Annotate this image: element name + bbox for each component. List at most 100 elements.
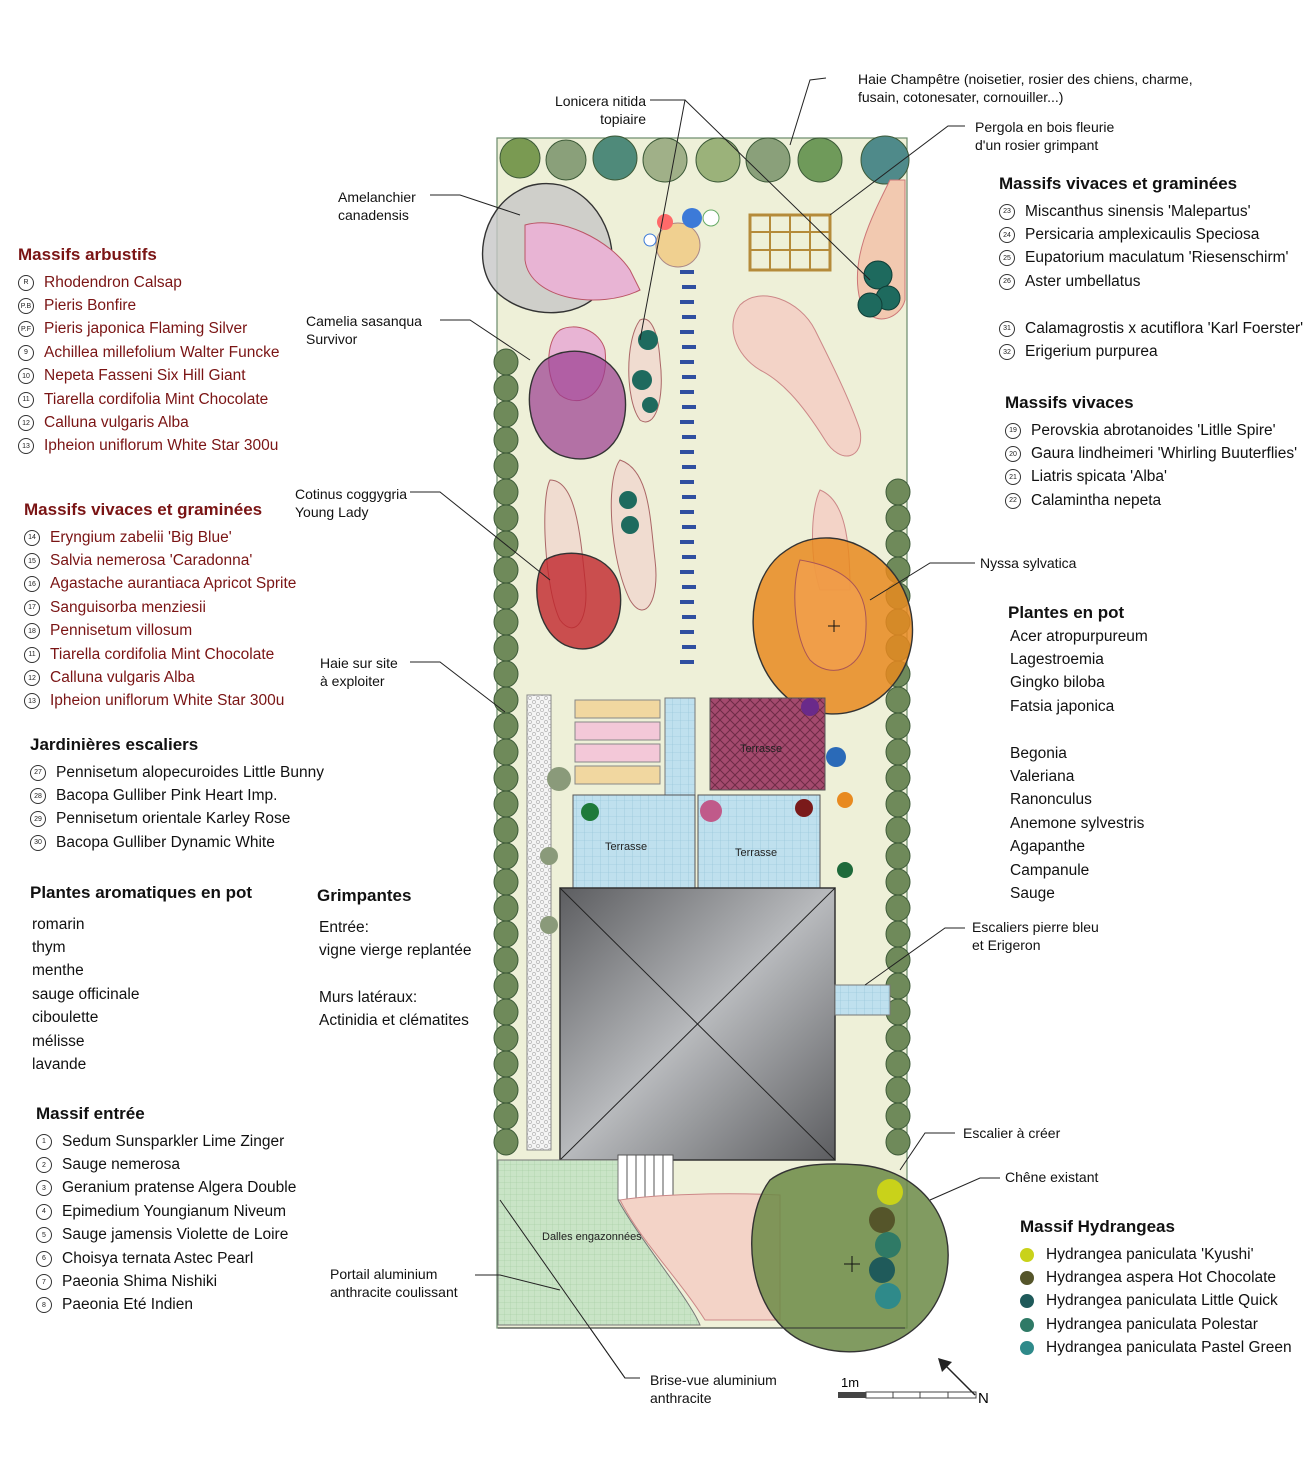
legend-item: Gingko biloba xyxy=(1010,674,1105,692)
legend-item: Agapanthe xyxy=(1010,838,1085,856)
legend-title: Massifs vivaces et graminées xyxy=(24,500,263,519)
legend-item: Hydrangea paniculata 'Kyushi' xyxy=(1020,1243,1292,1266)
legend-plantes-en-pot: Plantes en pot Acer atropurpureum Lagest… xyxy=(1008,603,1148,906)
legend-title: Jardinières escaliers xyxy=(30,735,199,754)
legend-grimpantes: Grimpantes Entrée: vigne vierge replanté… xyxy=(317,886,472,1033)
scale-label: 1m xyxy=(841,1375,859,1390)
legend-item: lavande xyxy=(32,1056,87,1074)
legend-title: Massif entrée xyxy=(36,1104,145,1123)
hydrangea-swatch-icon xyxy=(1020,1341,1034,1356)
pots xyxy=(540,698,853,934)
legend-item: Begonia xyxy=(1010,744,1067,762)
dalles-label: Dalles engazonnées xyxy=(542,1231,642,1243)
annotation-lonicera: Lonicera nitida topiaire xyxy=(554,93,646,127)
round-bed-top xyxy=(643,208,720,268)
terrasse-left-label: Terrasse xyxy=(605,841,647,853)
legend-item: thym xyxy=(32,939,66,957)
leader-lines xyxy=(410,77,1000,1379)
chene-canopy xyxy=(751,1163,949,1353)
annotation-pergola: Pergola en bois fleurie d'un rosier grim… xyxy=(975,119,1115,153)
legend-title: Massif Hydrangeas xyxy=(1020,1217,1175,1236)
legend-item: Lagestroemia xyxy=(1010,651,1104,669)
spacer xyxy=(1008,719,1148,742)
amelanchier-bed xyxy=(524,222,641,301)
legend-title: Plantes aromatiques en pot xyxy=(30,883,252,902)
legend-massif-hydrangeas: Massif Hydrangeas Hydrangea paniculata '… xyxy=(1020,1217,1292,1360)
legend-title: Massifs arbustifs xyxy=(18,245,157,264)
top-hedge xyxy=(499,135,910,185)
legend-item: sauge officinale xyxy=(32,985,140,1003)
legend-item: romarin xyxy=(32,915,85,933)
legend-title: Massifs vivaces xyxy=(1005,393,1134,412)
stair-planters xyxy=(574,699,661,785)
hydrangea-swatch-icon xyxy=(1020,1247,1034,1262)
legend-plantes-aromatiques: Plantes aromatiques en pot romarin thym … xyxy=(30,883,252,1077)
north-arrow-icon xyxy=(938,1358,976,1396)
legend-item: Hydrangea aspera Hot Chocolate xyxy=(1020,1266,1292,1289)
legend-item: Sauge xyxy=(1010,884,1055,902)
annotation-escaliers-pierre: Escaliers pierre bleu et Erigeron xyxy=(972,919,1099,953)
hydrangea-column xyxy=(869,1179,903,1309)
legend-item: mélisse xyxy=(32,1032,85,1050)
legend-item: Hydrangea paniculata Polestar xyxy=(1020,1313,1292,1336)
side-stairs xyxy=(834,984,891,1016)
hydrangea-swatch-icon xyxy=(1020,1271,1034,1286)
terrasse-top-label: Terrasse xyxy=(740,743,782,755)
legend-item: Anemone sylvestris xyxy=(1010,814,1145,832)
grimpantes-entree-label: Entrée: xyxy=(319,918,369,936)
legend-item: Hydrangea paniculata Little Quick xyxy=(1020,1290,1292,1313)
right-curved-bed xyxy=(732,295,862,457)
dalles-engazonnees xyxy=(497,1159,701,1326)
annotation-portail: Portail aluminium anthracite coulissant xyxy=(330,1266,458,1300)
legend-item: Campanule xyxy=(1010,861,1090,879)
legend-item: Valeriana xyxy=(1010,768,1075,786)
spacer xyxy=(999,294,1303,317)
spacer xyxy=(317,963,472,986)
hydrangea-swatch-icon xyxy=(1020,1317,1034,1332)
central-path xyxy=(680,270,696,664)
north-label: N xyxy=(978,1390,989,1407)
legend-item: Ranonculus xyxy=(1010,791,1092,809)
terrasse-right-label: Terrasse xyxy=(735,847,777,859)
annotation-haie-champetre: Haie Champêtre (noisetier, rosier des ch… xyxy=(858,71,1193,105)
legend-title: Plantes en pot xyxy=(1008,603,1125,622)
annotation-camelia: Camelia sasanqua Survivor xyxy=(306,313,422,347)
grimpantes-entree-value: vigne vierge replantée xyxy=(319,942,472,960)
annotation-haie-site: Haie sur site à exploiter xyxy=(320,655,398,689)
legend-item: menthe xyxy=(32,962,84,980)
